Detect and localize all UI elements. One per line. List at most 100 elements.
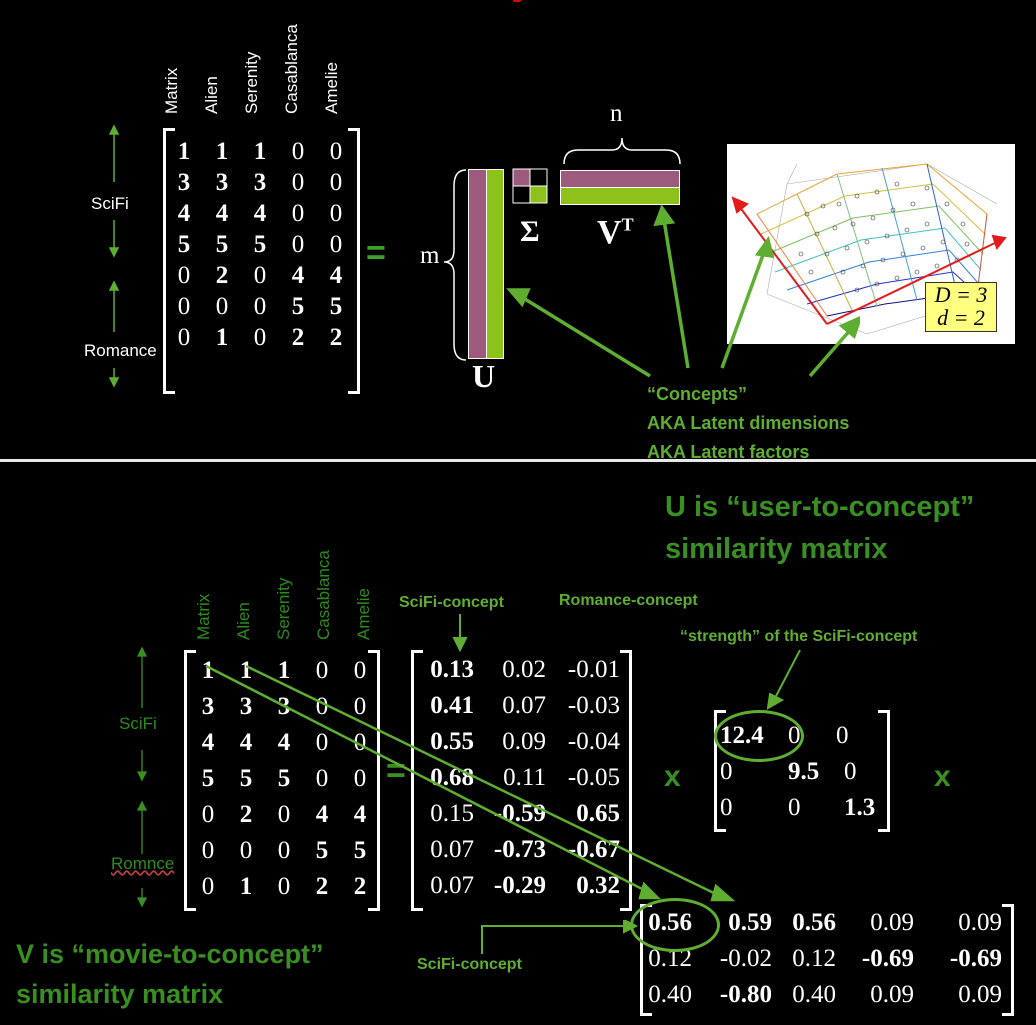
u-cell: 0.11 [503,764,546,791]
u-cell: 0.07 [430,872,474,899]
matrix-bracket-right [348,128,360,394]
group-label-scifi: SciFi [119,714,157,733]
v-matrix: 0.56 0.59 0.56 0.09 0.09 0.12 -0.02 0.12… [640,905,1002,1013]
group-label-romance: Romance [84,341,157,360]
sigma-row: 0 0 1.3 [720,790,884,826]
u-cell: 0.07 [430,836,474,863]
matrix-bracket-left [184,650,196,911]
matrix-cell: 1 [239,657,253,684]
movie-header-amelie: Amelie [322,62,341,114]
matrix-cell: 0 [277,801,291,828]
strength-label: “strength” of the SciFi-concept [680,628,918,645]
matrix-cell: 2 [291,324,305,351]
concepts-line: AKA Latent dimensions [647,413,850,433]
red-title-fragment [513,0,521,2]
matrix-cell: 3 [201,693,215,720]
u-cell: -0.73 [493,836,546,863]
vt-row-green [560,187,680,205]
u-cell: -0.59 [493,800,546,827]
movie-header-serenity: Serenity [242,51,261,114]
matrix-cell: 0 [215,293,229,320]
group-arrows [108,124,120,388]
v-cell: 0.09 [958,909,1002,936]
matrix-cell: 0 [277,837,291,864]
u-cell: 0.65 [576,800,620,827]
plot-canvas [731,163,1007,335]
sigma-bracket-right [878,710,890,832]
u-row: 0.15 -0.59 0.65 [416,796,620,832]
v-cell: -0.69 [949,945,1002,972]
matrix-cell: 0 [253,324,267,351]
u-caption: U is “user-to-concept” similarity matrix [665,486,974,570]
v-row: 0.12 -0.02 0.12 -0.69 -0.69 [640,941,1002,977]
m-label: m [420,242,440,269]
v-cell: 0.12 [792,945,836,972]
matrix-cell: 0 [353,765,367,792]
matrix-cell: 0 [277,873,291,900]
sigma-row: 0 9.5 0 [720,754,884,790]
matrix-cell: 0 [291,200,305,227]
matrix-row: 4 4 4 0 0 [165,198,355,229]
sigma-cell: 9.5 [788,758,820,785]
matrix-cell: 5 [177,231,191,258]
matrix-cell: 4 [353,801,367,828]
vt-row-purple [560,170,680,188]
matrix-row: 0 0 0 5 5 [189,833,379,869]
v-cell: -0.80 [719,981,772,1008]
u-column-purple [468,169,488,359]
v-caption-line-1: V is “movie-to-concept” [16,939,324,969]
matrix-cell: 2 [239,801,253,828]
movie-header-alien: Alien [202,76,221,114]
matrix-cell: 5 [329,293,343,320]
u-bracket-left [411,650,423,911]
matrix-row: 5 5 5 0 0 [189,761,379,797]
matrix-cell: 5 [277,765,291,792]
matrix-cell: 3 [215,169,229,196]
concepts-caption: “Concepts” AKA Latent dimensions AKA Lat… [647,380,849,467]
plot-D-label: D = 3 [934,282,988,307]
u-row: 0.07 -0.29 0.32 [416,868,620,904]
v-cell: 0.09 [870,981,914,1008]
matrix-cell: 5 [291,293,305,320]
matrix-row: 1 1 1 0 0 [165,136,355,167]
matrix-cell: 0 [353,693,367,720]
matrix-cell: 5 [239,765,253,792]
u-cell: 0.13 [430,656,474,683]
u-caption-line-2: similarity matrix [665,533,888,565]
sigma-cell: 0 [844,758,857,785]
matrix-cell: 0 [291,169,305,196]
v-cell: 0.40 [648,981,692,1008]
movie-header-matrix: Matrix [194,593,213,640]
concepts-line: AKA Latent factors [647,442,810,462]
matrix-cell: 4 [239,729,253,756]
equals-sign: = [366,234,386,272]
u-caption-line-1: U is “user-to-concept” [665,491,975,523]
panel-divider [0,459,1036,462]
v-cell: -0.69 [861,945,914,972]
u-cell: -0.05 [567,764,620,791]
matrix-cell: 0 [201,837,215,864]
v-caption: V is “movie-to-concept” similarity matri… [16,934,324,1014]
times-sign-2: x [934,760,951,793]
u-row: 0.41 0.07 -0.03 [416,688,620,724]
u-row: 0.55 0.09 -0.04 [416,724,620,760]
u-cell: 0.02 [502,656,546,683]
matrix-cell: 0 [239,837,253,864]
matrix-row: 0 1 0 2 2 [189,869,379,905]
movie-header-amelie: Amelie [354,588,373,640]
matrix-cell: 5 [315,837,329,864]
u-cell: 0.55 [430,728,474,755]
u-row: 0.13 0.02 -0.01 [416,652,620,688]
v-cell: 0.09 [870,909,914,936]
matrix-cell: 5 [215,231,229,258]
matrix-cell: 3 [253,169,267,196]
matrix-row: 4 4 4 0 0 [189,725,379,761]
u-cell: 0.68 [430,764,474,791]
matrix-cell: 0 [353,729,367,756]
group-label-scifi: SciFi [91,194,129,213]
matrix-cell: 2 [315,873,329,900]
group-arrows-bottom [136,646,148,908]
matrix-cell: 1 [201,657,215,684]
u-bracket-right [620,650,632,911]
matrix-row: 0 2 0 4 4 [165,260,355,291]
